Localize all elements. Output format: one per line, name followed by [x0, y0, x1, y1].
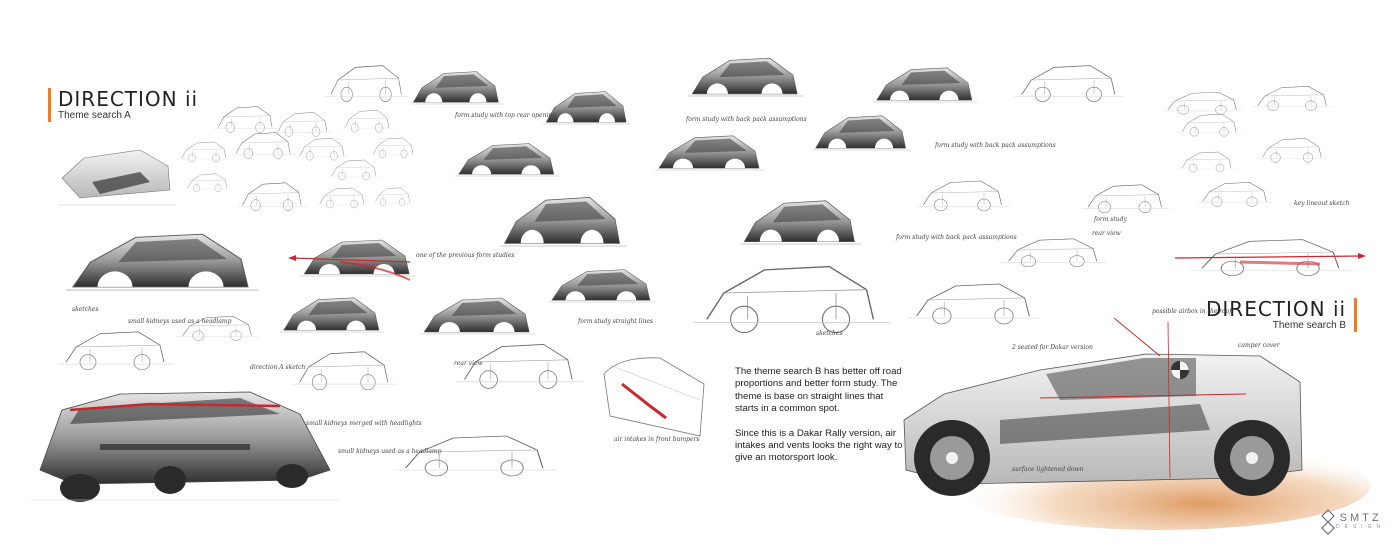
smtz-logo-mark [1321, 509, 1335, 535]
sketch-a-7 [328, 159, 381, 181]
note-10: small kidneys used as a headlamp [128, 318, 232, 325]
note-19: camper cover [1238, 342, 1280, 349]
note-1: form study with top rear opening [455, 112, 557, 119]
sketch-top-4 [687, 57, 805, 97]
red-arrow-left [288, 255, 411, 281]
sketch-top-3 [542, 91, 632, 125]
smtz-logo: SMTZ DESIGN [1336, 512, 1385, 530]
sketch-mid-5 [739, 200, 862, 245]
direction-b-subtitle: Theme search B [1272, 320, 1347, 331]
accent-bar [1354, 298, 1358, 332]
sketch-top-2 [409, 71, 504, 105]
note-6: one of the previous form studies [416, 252, 515, 259]
sketch-mid-11 [692, 265, 892, 334]
sketch-bottom-1 [57, 331, 175, 371]
note-13: small kidneys merged with headlights [306, 420, 422, 427]
note-5: form study [1094, 216, 1127, 223]
sketch-top-7 [1161, 91, 1244, 115]
sketch-mid-10 [419, 297, 537, 335]
direction-a-subtitle: Theme search A [58, 110, 131, 121]
sketch-a-12 [372, 187, 414, 206]
note-20: surface lightened down [1012, 466, 1084, 473]
sketch-mid-12 [916, 180, 1010, 212]
note-21: key lineout sketch [1294, 200, 1350, 207]
note-18: 2 seated for Dakar version [1012, 344, 1093, 351]
sketch-mid-2 [654, 135, 766, 171]
sketch-mid-16 [1257, 138, 1328, 163]
sketch-a-8 [184, 173, 231, 192]
note-3: form study with back pack assumptions [935, 142, 1056, 149]
sketch-mid-8 [547, 269, 657, 303]
note-16: sketches [72, 306, 99, 313]
sketch-a-4 [177, 141, 231, 163]
sketch-mid-6 [65, 233, 260, 291]
sketch-bottom-5 [393, 435, 558, 477]
direction-b-heading: DIRECTION ii Theme search B [1206, 297, 1358, 332]
sketch-a-11 [370, 137, 417, 159]
sketch-bottom-6 [603, 357, 705, 437]
sketch-mid-13 [1081, 184, 1170, 214]
sketch-mid-15 [1177, 113, 1242, 137]
sketch-mid-7 [299, 239, 417, 277]
accent-bar [48, 88, 51, 122]
note-2: form study with back pack assumptions [686, 116, 807, 123]
sketch-mid-18 [1001, 238, 1107, 268]
sketch-mid-19 [906, 283, 1042, 325]
description-paragraph-2: Since this is a Dakar Rally version, air… [735, 427, 903, 464]
sketch-a-5 [231, 132, 296, 159]
note-15: air intakes in front bumpers [614, 436, 700, 443]
red-arrow-right [1174, 239, 1366, 277]
sketch-mid-17 [1177, 151, 1237, 173]
sketch-top-6 [1013, 65, 1125, 102]
sketch-top-8 [1251, 86, 1334, 111]
note-4: form study with back pack assumptions [896, 234, 1017, 241]
sketch-mid-9 [279, 297, 385, 333]
sketch-mid-4 [499, 196, 628, 247]
sketch-a-9 [237, 182, 308, 212]
sketch-a-2 [273, 112, 333, 137]
description-paragraph-1: The theme search B has better off road p… [735, 366, 902, 415]
logo-word: SMTZ [1339, 512, 1382, 524]
note-14: small kidneys used as a headlamp [338, 448, 442, 455]
sketch-a-3 [340, 109, 394, 133]
sketch-a-1 [213, 106, 278, 133]
direction-a-title: DIRECTION ii [58, 87, 199, 111]
note-7: rear view [1092, 230, 1121, 237]
theme-description: The theme search B has better off road p… [735, 366, 903, 477]
note-11: rear view [454, 360, 483, 367]
sketch-bottom-3 [292, 351, 398, 391]
sketch-direction-b-hero [903, 317, 1370, 530]
note-8: form study straight lines [578, 318, 653, 325]
sketch-front-closeup [58, 149, 176, 206]
note-9: sketches [816, 330, 843, 337]
direction-a-heading: DIRECTION ii Theme search A [48, 88, 198, 122]
sketch-a-6 [295, 137, 349, 161]
logo-subtext: DESIGN [1336, 524, 1386, 530]
sketch-top-5 [872, 67, 978, 103]
direction-b-title: DIRECTION ii [1206, 297, 1347, 321]
note-17: possible airbox in the roof [1152, 308, 1232, 315]
sketch-direction-a-hero [30, 391, 340, 502]
sketch-mid-3 [811, 115, 912, 151]
sketch-a-10 [316, 187, 369, 209]
sketch-mid-14 [1197, 182, 1274, 207]
note-12: direction A sketch [250, 364, 306, 371]
sketch-mid-1 [454, 143, 560, 177]
sketch-top-1 [324, 65, 409, 102]
